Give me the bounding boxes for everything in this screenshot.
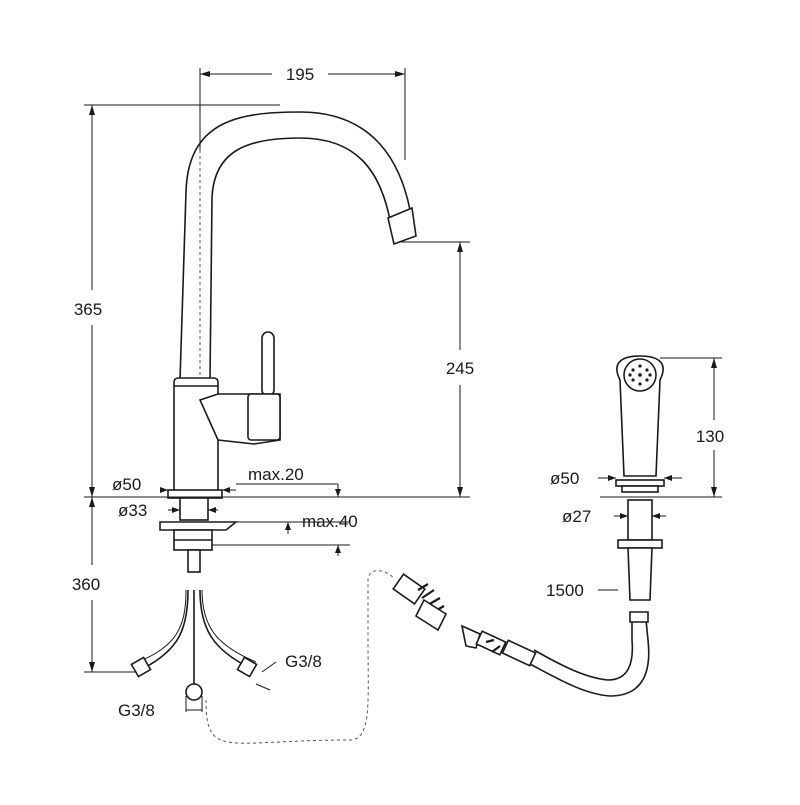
- fixing-plate: [159, 521, 239, 531]
- callout-max20: max.20: [236, 465, 341, 497]
- label-max-20: max.20: [248, 465, 304, 484]
- connector-bottom: [185, 683, 203, 701]
- lever-handle: [261, 331, 275, 397]
- hose-left-outer: [143, 589, 189, 669]
- callout-g38-bottom: G3/8: [118, 696, 203, 720]
- hose-loop-inner: [533, 620, 634, 681]
- connector-detail: [485, 638, 501, 653]
- spray-nozzles: [628, 364, 652, 386]
- dimension-365: 365: [74, 104, 280, 497]
- label-spray-hole-diameter: ø27: [562, 507, 591, 526]
- hose-neck: [187, 549, 201, 573]
- dimension-195: 195: [199, 65, 406, 160]
- label-tap-hole-diameter: ø33: [118, 501, 147, 520]
- dimension-130: 130: [660, 357, 724, 498]
- spray-seat: [621, 485, 659, 493]
- aerator: [387, 206, 417, 246]
- spray-handset: [600, 355, 680, 601]
- dim-label-195: 195: [286, 65, 314, 84]
- lever-block: [247, 393, 281, 441]
- quick-connector-b: [475, 630, 507, 656]
- hose-coupling-end: [392, 573, 426, 605]
- connector-right: [236, 656, 258, 678]
- callout-spray-hole: ø27: [562, 507, 666, 526]
- quick-connector-c: [501, 639, 537, 667]
- callout-g38-right: G3/8: [255, 652, 322, 691]
- hose-right-inner: [201, 589, 257, 663]
- dim-label-360: 360: [72, 575, 100, 594]
- coupling-ridges: [417, 583, 445, 615]
- spray-collar: [615, 479, 665, 487]
- dim-label-365: 365: [74, 300, 102, 319]
- dimension-245: 245: [400, 241, 474, 497]
- label-g38-right: G3/8: [285, 652, 322, 671]
- coupling-body: [414, 598, 448, 632]
- hose-loop-outer: [529, 619, 650, 697]
- quick-connector-a: [460, 624, 481, 649]
- spray-nut: [617, 539, 663, 549]
- label-tap-base-diameter: ø50: [112, 475, 141, 494]
- faucet-body: [159, 111, 417, 573]
- dim-label-130: 130: [696, 427, 724, 446]
- connector-left: [130, 656, 152, 678]
- hose-left-inner: [137, 589, 187, 663]
- spray-shank: [627, 499, 653, 541]
- label-1500: 1500: [546, 581, 584, 600]
- callout-tap-hole: ø33: [118, 501, 218, 520]
- tap-shank: [179, 497, 209, 521]
- spout-outer: [179, 111, 411, 381]
- label-max-40: max.40: [302, 512, 358, 531]
- supply-hoses: [130, 589, 258, 701]
- callout-max40: max.40: [285, 512, 358, 556]
- dim-label-245: 245: [446, 359, 474, 378]
- callout-tap-base: ø50: [112, 475, 236, 494]
- callout-spray-base: ø50: [550, 469, 682, 488]
- spout-inner: [209, 137, 391, 381]
- spray-hose-top: [627, 547, 653, 601]
- hose-right-outer: [199, 589, 251, 669]
- label-spray-base-diameter: ø50: [550, 469, 579, 488]
- callout-1500: 1500: [546, 581, 618, 600]
- pullout-hose: [392, 573, 650, 697]
- hose-route-dashed: [205, 570, 395, 744]
- dimension-360: 360: [72, 497, 136, 673]
- hose-end: [629, 611, 649, 623]
- label-g38-bottom: G3/8: [118, 701, 155, 720]
